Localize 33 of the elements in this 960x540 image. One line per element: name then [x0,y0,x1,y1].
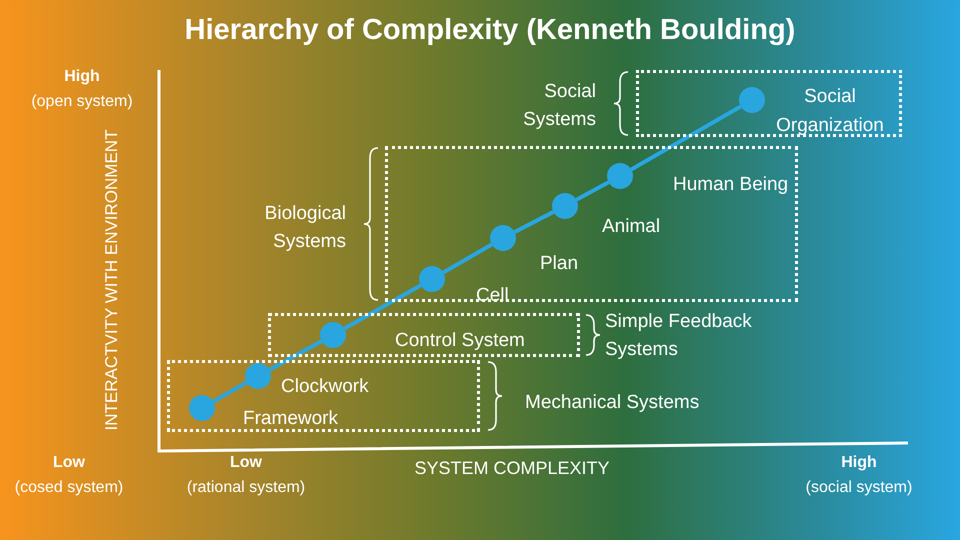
title: Hierarchy of Complexity (Kenneth Boulding) [184,13,796,48]
connector-line [630,104,742,172]
axis-value-label: High [840,453,878,473]
connector-line [343,284,422,330]
level-label: Control System [395,329,526,353]
dotted-group-box [268,313,580,357]
connector-line [442,242,493,274]
axis-value-label: Low [52,453,86,473]
group-label: Biological Systems [264,202,346,254]
axis-value-label: High [63,67,101,87]
level-label: Framework [243,407,340,431]
dotted-group-box [167,360,480,432]
level-label: Plan [540,252,580,276]
dotted-group-box [385,146,798,302]
axis-value-label: Low [229,453,263,473]
level-label: Animal [602,215,662,239]
connector-line [514,210,554,234]
group-label: Simple Feedback Systems [605,310,753,362]
group-label: Social Systems [522,80,596,132]
dotted-group-box [636,70,902,137]
level-label: Social Organization [775,85,885,138]
connector-line [212,380,248,404]
axis-value-label: (rational system) [186,478,306,498]
level-label: Human Being [673,173,790,197]
group-label: Mechanical Systems [525,391,700,415]
connector-line [575,180,610,202]
axis-title: INTERACTVITY WITH ENVIRONMENT [101,128,122,432]
axis-value-label: (open system) [30,92,134,112]
connector-line [268,339,323,372]
axis-title: SYSTEM COMPLEXITY [413,457,611,479]
axis-value-label: (cosed system) [14,478,124,498]
level-label: Clockwork [281,375,370,399]
axis-value-label: (social system) [804,478,914,498]
